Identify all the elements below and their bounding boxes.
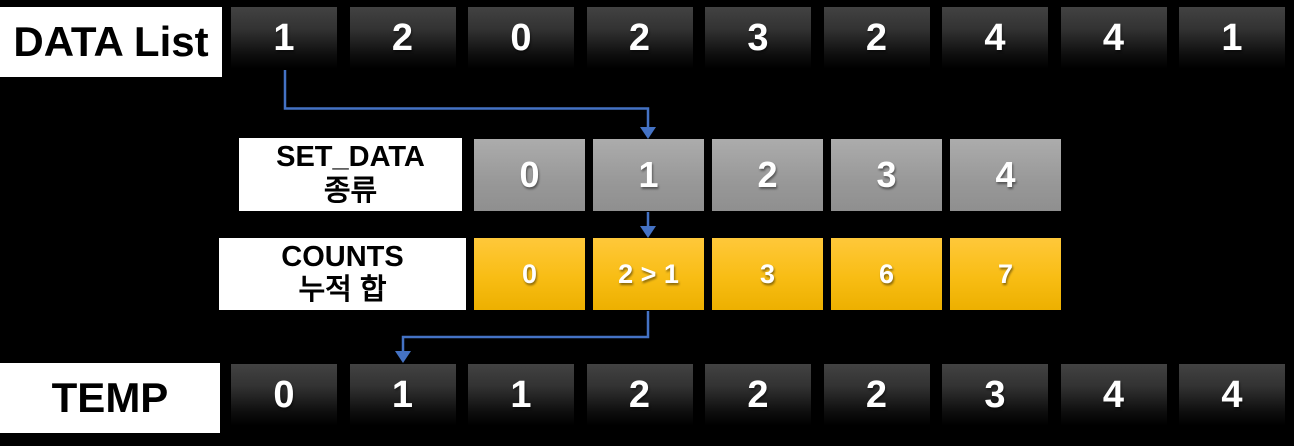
counts-label-line2: 누적 합	[298, 274, 387, 306]
counts-label: COUNTS 누적 합	[219, 238, 466, 310]
data-list-cell-8: 1	[1179, 7, 1285, 69]
counts-cell-2: 3	[712, 238, 823, 310]
temp-cell-3: 2	[586, 364, 693, 426]
set-data-cell-0: 0	[474, 139, 585, 211]
set-data-cell-3: 3	[831, 139, 942, 211]
data-list-cell-4: 3	[705, 7, 811, 69]
temp-cell-1: 1	[349, 364, 456, 426]
counts-cell-1: 2 > 1	[593, 238, 704, 310]
set-data-cell-1: 1	[593, 139, 704, 211]
arrow-counts-to-temp	[395, 311, 650, 363]
data-list-cell-7: 4	[1060, 7, 1167, 69]
set-data-row: 0 1 2 3 4	[474, 139, 1061, 211]
counts-cell-4: 7	[950, 238, 1061, 310]
data-list-cell-2: 0	[468, 7, 574, 69]
temp-cell-7: 4	[1060, 364, 1167, 426]
counts-row: 0 2 > 1 3 6 7	[474, 238, 1061, 310]
temp-cell-6: 3	[942, 364, 1048, 426]
counts-cell-3: 6	[831, 238, 942, 310]
set-data-cell-2: 2	[712, 139, 823, 211]
data-list-cell-3: 2	[586, 7, 693, 69]
data-list-label: DATA List	[0, 7, 222, 77]
set-data-label-line2: 종류	[323, 174, 378, 207]
temp-cell-8: 4	[1179, 364, 1285, 426]
data-list-cell-0: 1	[231, 7, 337, 69]
temp-label: TEMP	[0, 363, 220, 433]
arrow-counts-to-temp-line	[401, 311, 650, 352]
temp-cell-0: 0	[231, 364, 337, 426]
arrow-setdata-to-counts-head	[640, 226, 656, 238]
data-list-cell-6: 4	[942, 7, 1048, 69]
counts-label-line1: COUNTS	[281, 240, 404, 273]
counts-cell-0: 0	[474, 238, 585, 310]
arrow-data-to-setdata	[283, 70, 656, 139]
arrow-counts-to-temp-head	[395, 351, 411, 363]
temp-cell-5: 2	[823, 364, 930, 426]
temp-cell-2: 1	[468, 364, 574, 426]
arrow-data-to-setdata-head	[640, 127, 656, 139]
data-list-row: 1 2 0 2 3 2 4 4 1	[231, 7, 1285, 69]
data-list-cell-5: 2	[823, 7, 930, 69]
arrow-setdata-to-counts	[640, 212, 656, 238]
set-data-cell-4: 4	[950, 139, 1061, 211]
set-data-label-line1: SET_DATA	[276, 141, 425, 174]
temp-row: 0 1 1 2 2 2 3 4 4	[231, 364, 1285, 426]
arrow-data-to-setdata-line	[283, 70, 650, 128]
data-list-cell-1: 2	[349, 7, 456, 69]
set-data-label: SET_DATA 종류	[239, 138, 462, 211]
temp-cell-4: 2	[705, 364, 811, 426]
